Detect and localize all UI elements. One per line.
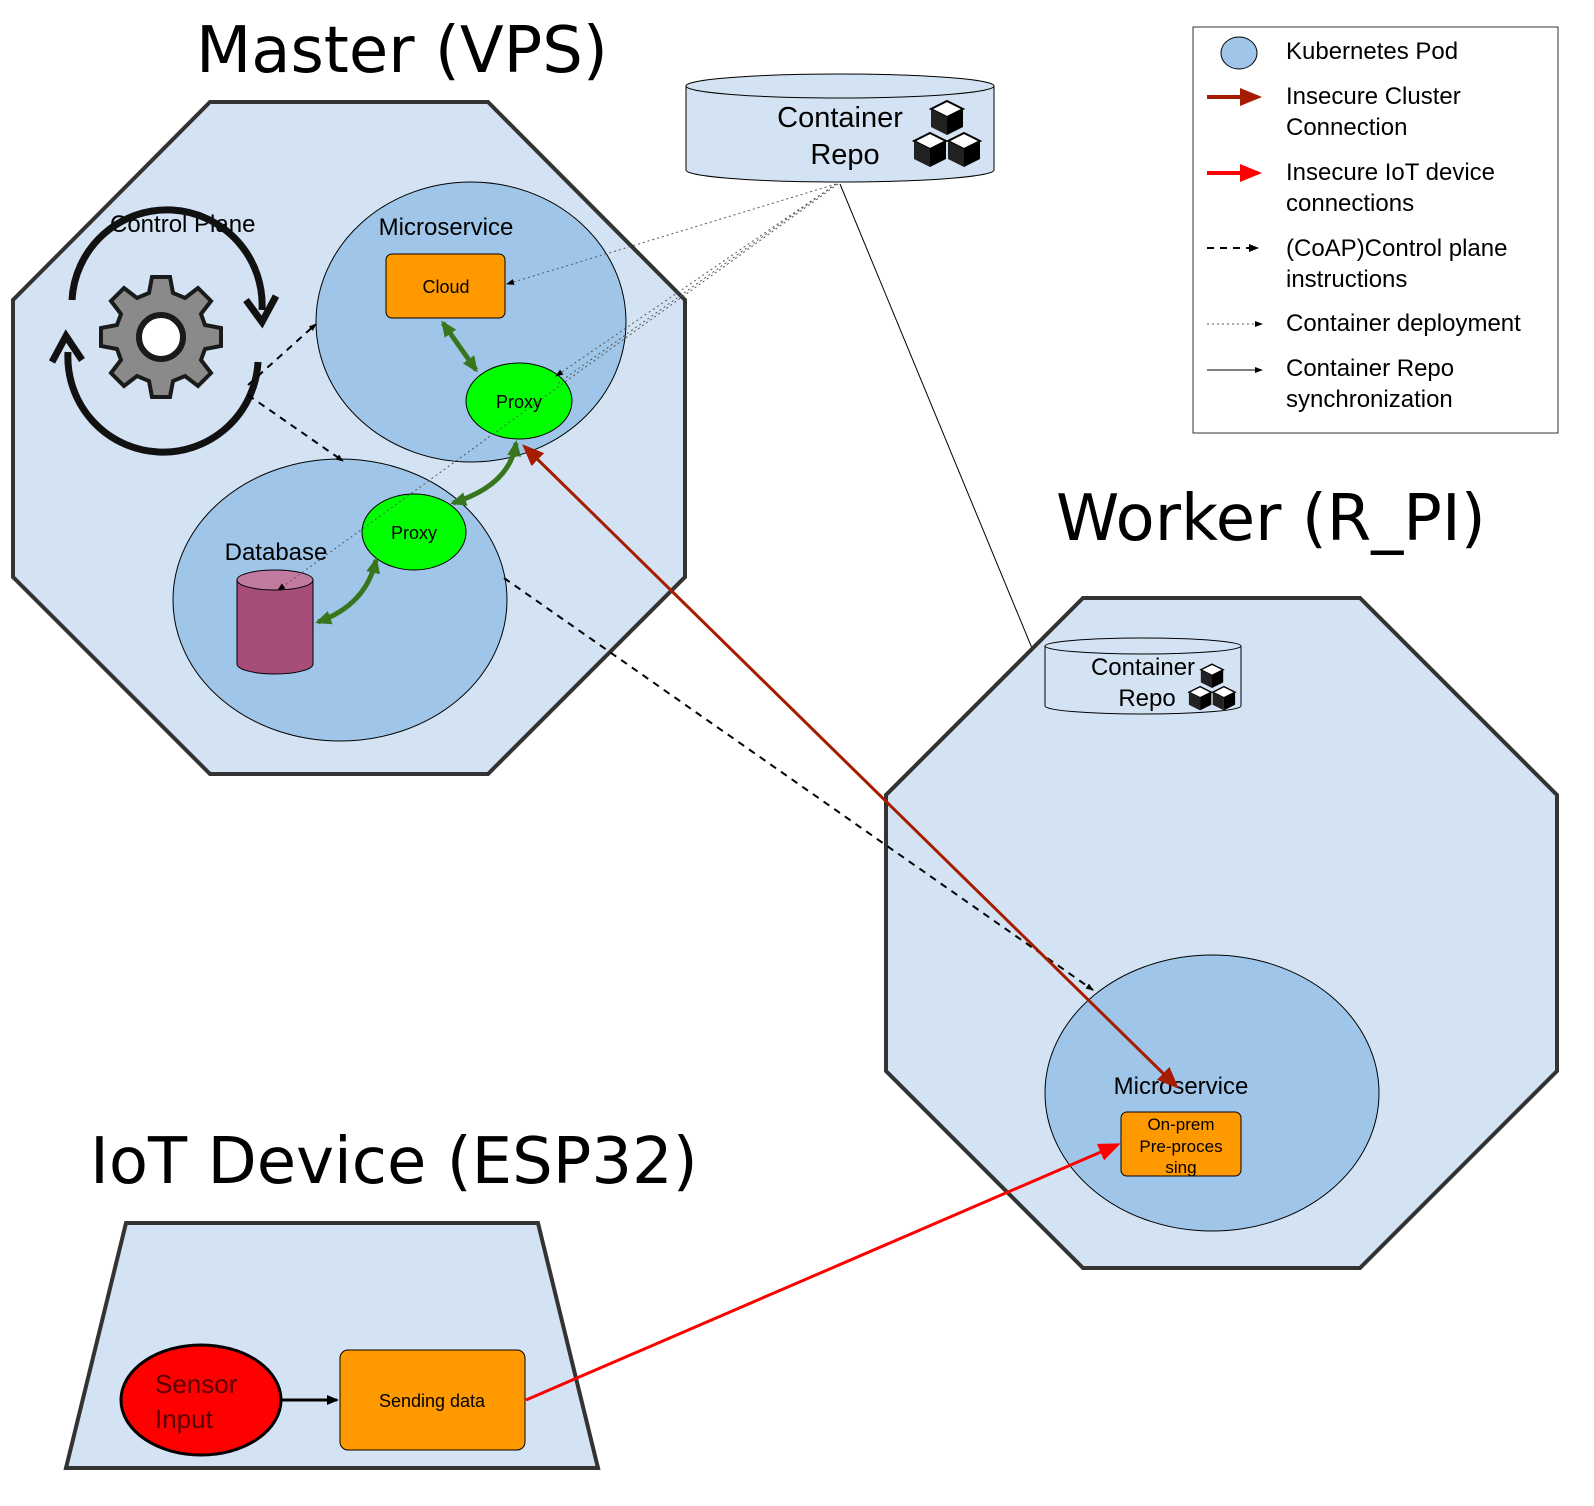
onprem-line2: Pre-proces [1139, 1137, 1222, 1156]
legend-item-6b: synchronization [1286, 386, 1453, 413]
worker-repo-line1: Container [1091, 654, 1195, 681]
sensor-line2: Input [155, 1404, 214, 1434]
cycle-arrows-icon [48, 206, 280, 456]
master-title: Master (VPS) [196, 14, 608, 88]
cloud-proxy-link [440, 320, 479, 373]
container-repo-line2: Repo [810, 139, 879, 171]
insecure-cluster-connection [522, 444, 1179, 1089]
repo-sync-line [839, 183, 1047, 683]
proxy-top-label: Proxy [496, 392, 542, 412]
legend: Kubernetes Pod Insecure Cluster Connecti… [1192, 26, 1559, 434]
sending-data-label: Sending data [379, 1391, 486, 1411]
proxy-db-label: Proxy [391, 523, 437, 543]
worker-repo-line2: Repo [1118, 685, 1175, 712]
worker-title: Worker (R_PI) [1056, 482, 1486, 556]
insecure-iot-connection [525, 1143, 1121, 1402]
iot-title: IoT Device (ESP32) [90, 1125, 698, 1199]
cloud-label: Cloud [422, 277, 469, 297]
sensor-input [119, 1343, 283, 1457]
legend-item-2b: Connection [1286, 114, 1407, 141]
container-repo-line1: Container [777, 102, 903, 134]
cubes-icon [911, 99, 983, 167]
legend-item-4b: instructions [1286, 266, 1407, 293]
legend-pod-swatch [1220, 36, 1258, 70]
sending-data-box [339, 1349, 526, 1451]
legend-item-5: Container deployment [1286, 310, 1521, 337]
legend-item-3a: Insecure IoT device [1286, 159, 1495, 186]
database-label: Database [225, 539, 328, 566]
cubes-icon [1187, 663, 1237, 711]
onprem-line1: On-prem [1147, 1115, 1214, 1134]
legend-item-2a: Insecure Cluster [1286, 83, 1461, 110]
legend-item-3b: connections [1286, 190, 1414, 217]
control-to-database [247, 394, 344, 462]
microservice-label-worker: Microservice [1114, 1073, 1249, 1100]
onprem-line3: sing [1165, 1158, 1196, 1177]
cloud-box [385, 253, 506, 319]
proxy-db [361, 493, 467, 571]
gear-icon [99, 275, 223, 399]
proxy-top [465, 362, 573, 440]
cylinder-icon [236, 569, 314, 675]
proxy-db-link [315, 557, 381, 625]
proxy-proxy-link [450, 440, 522, 506]
control-to-microservice [247, 323, 317, 386]
sensor-line1: Sensor [155, 1369, 238, 1399]
legend-item-4a: (CoAP)Control plane [1286, 235, 1507, 262]
legend-item-1: Kubernetes Pod [1286, 38, 1458, 65]
microservice-label-master: Microservice [379, 214, 514, 241]
legend-item-6a: Container Repo [1286, 355, 1454, 382]
onprem-box [1120, 1111, 1242, 1177]
